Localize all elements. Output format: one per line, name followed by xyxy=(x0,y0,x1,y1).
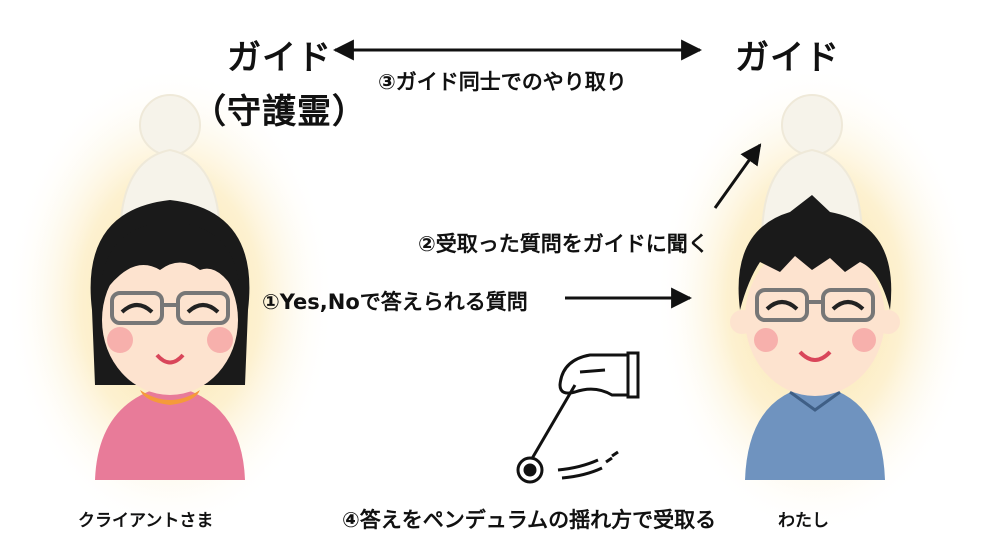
step-2-label: ②受取った質問をガイドに聞く xyxy=(418,232,709,256)
step-1-label: ①Yes,Noで答えられる質問 xyxy=(262,290,528,314)
client-shirt xyxy=(95,385,245,480)
step-3-label: ③ガイド同士でのやり取り xyxy=(378,70,627,94)
step-4-label: ④答えをペンデュラムの揺れ方で受取る xyxy=(342,508,717,532)
left-guide-title: ガイド xyxy=(227,38,332,78)
me-caption: わたし xyxy=(778,511,829,531)
me-shirt xyxy=(745,385,885,480)
client-caption: クライアントさま xyxy=(78,511,214,531)
client-figure xyxy=(5,65,335,535)
me-figure xyxy=(655,65,975,535)
me-hair xyxy=(738,195,892,310)
right-guide-title: ガイド xyxy=(735,38,840,78)
client-bangs xyxy=(100,222,240,300)
me-face xyxy=(745,240,885,396)
me-glasses xyxy=(755,288,875,322)
client-glasses xyxy=(110,291,230,325)
left-guide-subtitle: （守護霊） xyxy=(192,92,367,132)
client-face xyxy=(102,245,238,395)
pendulum-icon xyxy=(516,351,640,484)
ask-guide-arrow xyxy=(713,143,762,209)
client-collar xyxy=(140,390,200,405)
